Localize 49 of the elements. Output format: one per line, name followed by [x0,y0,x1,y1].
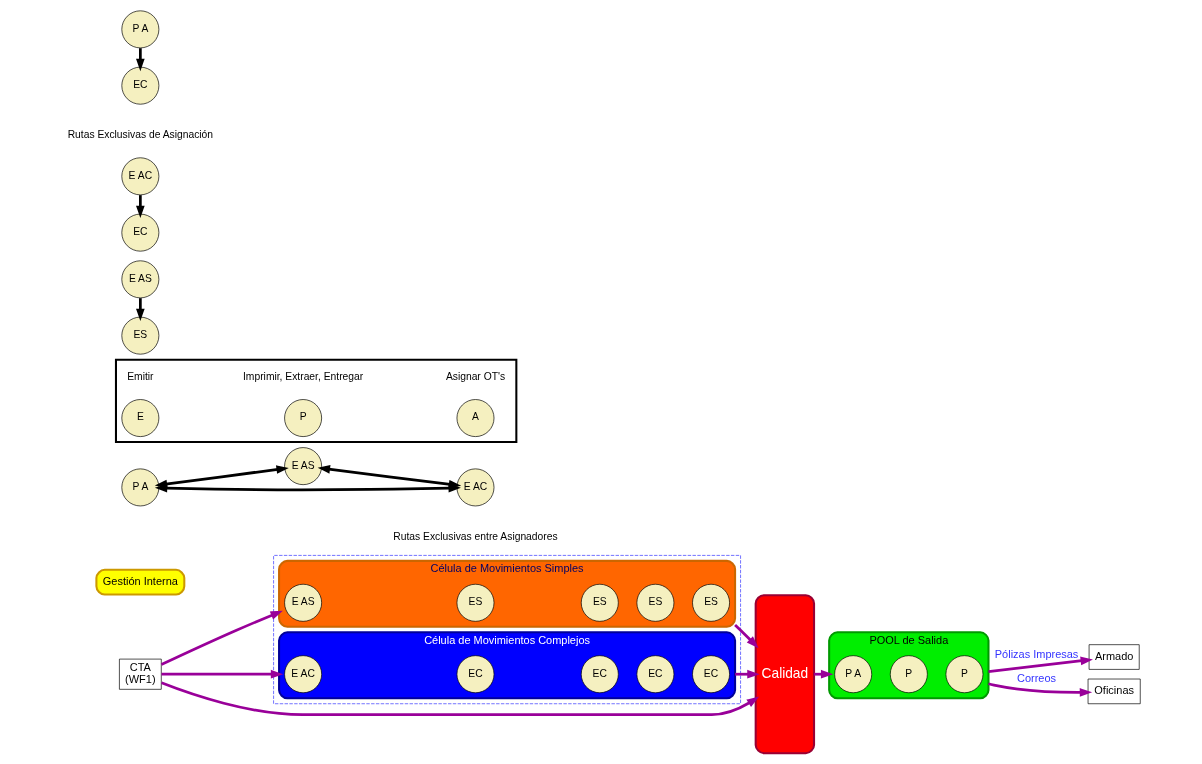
label: Rutas Exclusivas entre Asignadores [392,530,558,542]
node-circle: P A [833,655,872,694]
arrow [987,656,1093,673]
node-circle: P [283,399,322,437]
arrow [160,681,759,717]
node-circle: E AC [120,157,159,196]
node-circle: ES [120,316,159,355]
node-circle: ES [580,583,619,622]
arrow [734,669,760,679]
node-circle: E [120,399,159,437]
label: Rutas Exclusivas de Asignación [67,129,213,141]
node-circle: P [889,655,928,694]
node-circle: ES [691,583,730,622]
cluster [114,358,517,444]
node-circle: ES [636,583,674,622]
arrow [317,465,461,489]
node-circle: A [456,399,494,437]
node-box: Oficinas [1087,678,1141,705]
arrow [160,669,283,679]
node-circle: E AS [283,447,322,485]
node-circle: EC [120,213,159,252]
node-circle: P [945,655,983,694]
node-circle: P A [120,468,159,507]
node-circle: P A [120,10,159,49]
node-label: Emitir [126,370,154,382]
node-circle: E AC [456,468,494,507]
edge-label: Pólizas Impresas [994,648,1078,661]
node-circle: ES [456,583,494,622]
node-circle: EC [456,655,494,694]
node-circle: EC [636,655,674,694]
arrow [135,195,145,219]
arrow [160,610,283,666]
arrow [987,682,1092,697]
node-label: Asignar OT's [445,370,505,382]
node-circle: E AC [283,655,322,694]
arrow [733,623,759,649]
node-box: CTA (WF1) [118,658,162,690]
edge-label: Correos [1016,671,1056,684]
node-box: Armado [1088,644,1140,670]
node-circle: EC [120,66,159,105]
node-circle: EC [691,655,730,694]
arrow [135,48,145,72]
arrow [135,298,145,322]
node-box: Calidad [754,594,815,755]
node-circle: E AS [120,260,159,299]
node-circle: E AS [283,583,322,622]
node-circle: EC [580,655,619,694]
node-label: Imprimir, Extraer, Entregar [242,370,363,382]
node-box: Gestión Interna [94,568,185,596]
